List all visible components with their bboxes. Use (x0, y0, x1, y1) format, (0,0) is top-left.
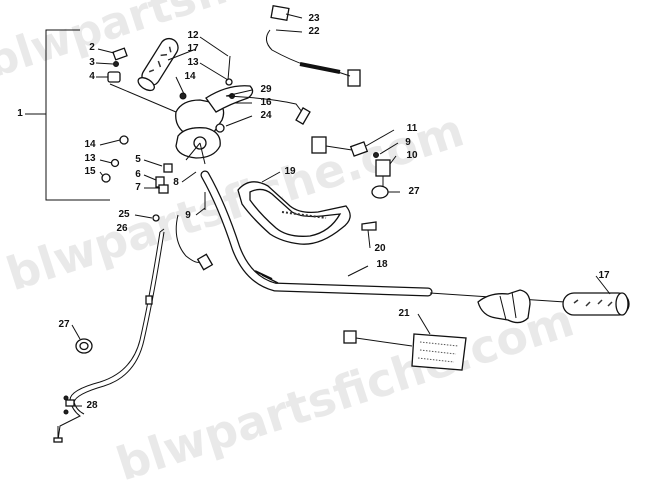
callout-17-right: 17 (598, 270, 610, 281)
callout-21: 21 (398, 308, 410, 319)
hand-warmer-pad (343, 330, 467, 371)
callout-26: 26 (116, 223, 128, 234)
callout-13-left: 13 (84, 153, 96, 164)
callout-1: 1 (17, 108, 23, 119)
handlebar-pad (237, 181, 351, 245)
callout-27-right: 27 (408, 186, 420, 197)
lever-assembly (175, 85, 254, 165)
callout-19: 19 (284, 166, 296, 177)
throttle-housing (477, 289, 531, 324)
cable-clamp-left (75, 338, 93, 354)
callout-17-top: 17 (187, 43, 199, 54)
callout-28: 28 (86, 400, 98, 411)
callout-27-left: 27 (58, 319, 70, 330)
callout-16: 16 (260, 97, 272, 108)
callout-29: 29 (260, 84, 272, 95)
switch-wire (225, 95, 311, 125)
callout-22: 22 (308, 26, 320, 37)
parts-diagram: blwpartsfiche.com blwpartsfiche.com blwp… (0, 0, 630, 491)
callout-5: 5 (135, 154, 141, 165)
callout-9-left: 9 (185, 210, 191, 221)
callout-13-top: 13 (187, 57, 199, 68)
callout-7: 7 (135, 182, 141, 193)
leader-lines (71, 13, 611, 407)
throttle-cable (53, 231, 165, 443)
callout-12: 12 (187, 30, 199, 41)
diagram-drawing (25, 4, 630, 443)
callout-20: 20 (374, 243, 386, 254)
callout-4: 4 (89, 71, 95, 82)
callout-18: 18 (376, 259, 388, 270)
callout-8: 8 (173, 177, 179, 188)
callout-23: 23 (308, 13, 320, 24)
callout-3: 3 (89, 57, 95, 68)
callout-6: 6 (135, 169, 141, 180)
switch-connector (311, 136, 391, 199)
callout-10: 10 (406, 150, 418, 161)
callout-15: 15 (84, 166, 96, 177)
left-grip (137, 37, 179, 92)
callout-2: 2 (89, 42, 95, 53)
assembly-bracket (25, 29, 110, 201)
right-grip (562, 292, 630, 316)
callout-9-right: 9 (405, 137, 411, 148)
hardware-parts (101, 47, 377, 231)
callout-25: 25 (118, 209, 130, 220)
throttle-wire (175, 214, 214, 271)
callout-14-left: 14 (84, 139, 96, 150)
callout-24: 24 (260, 110, 272, 121)
callout-11: 11 (406, 123, 418, 134)
callout-14-top: 14 (184, 71, 196, 82)
